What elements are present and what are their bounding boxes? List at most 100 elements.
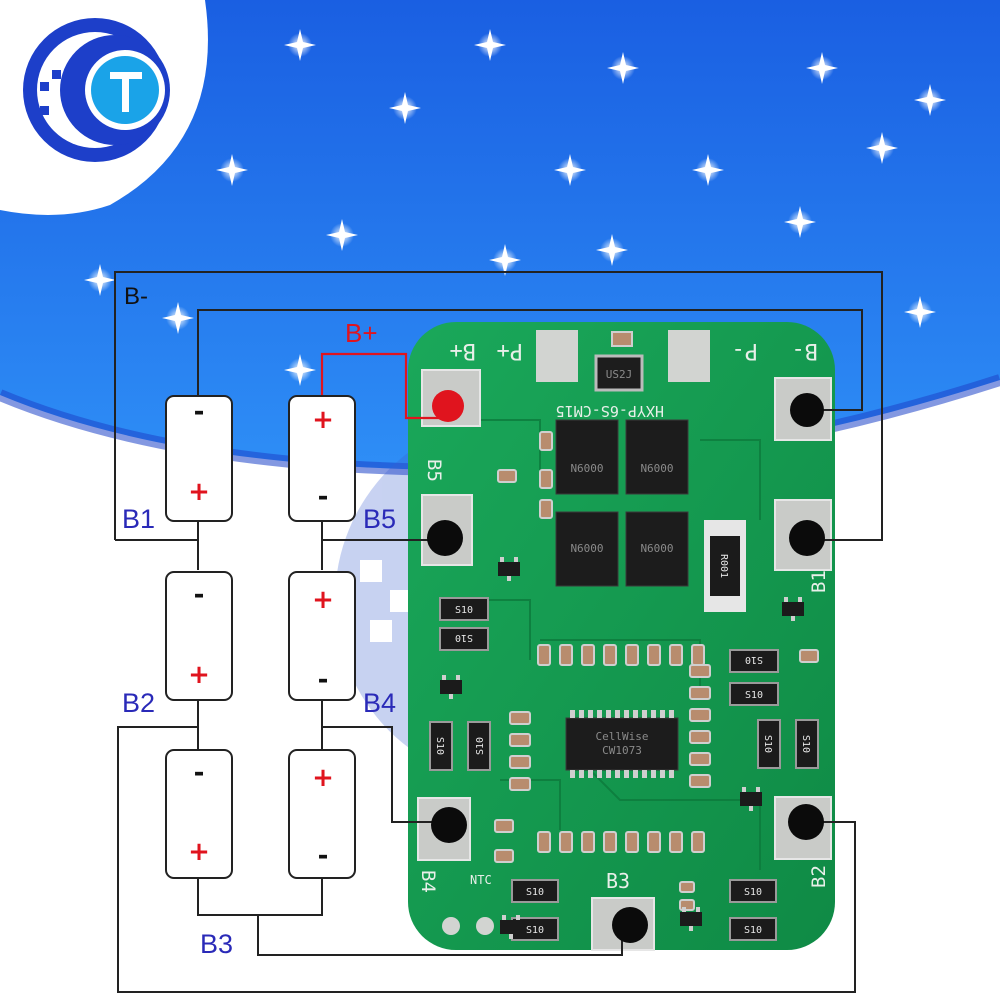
sparkle-icon (554, 154, 586, 186)
sparkle-icon (489, 244, 521, 276)
mosfet-mark-1: N6000 (570, 462, 603, 475)
battery-cell: - + (165, 395, 233, 522)
cell-label-b5: B5 (363, 504, 396, 534)
capacitor (669, 644, 683, 666)
negative-sign: - (318, 841, 329, 871)
resistor-mark: S10 (526, 887, 544, 898)
b-minus-label: B- (124, 283, 148, 310)
brand-logo-icon (0, 0, 208, 215)
capacitor (509, 777, 531, 791)
positive-sign: + (188, 660, 210, 690)
capacitor (509, 733, 531, 747)
sparkle-icon (284, 29, 316, 61)
capacitor (689, 752, 711, 766)
pad-label-p-plus: P+ (497, 338, 524, 363)
sparkle-stars (84, 29, 946, 386)
capacitor (581, 644, 595, 666)
capacitor (625, 644, 639, 666)
capacitor (625, 831, 639, 853)
diode-mark: US2J (606, 368, 633, 381)
ic-mark-2: CW1073 (602, 744, 642, 757)
transistor (440, 675, 462, 699)
pad-label-b4: B4 (417, 870, 439, 893)
sparkle-icon (84, 264, 116, 296)
sparkle-icon (474, 29, 506, 61)
resistor: S10 (757, 719, 781, 769)
transistor (500, 915, 522, 939)
resistor-mark: S10 (745, 690, 763, 701)
resistor: S10 (511, 879, 559, 903)
resistor-mark: S10 (800, 735, 811, 753)
cell-label-b3: B3 (200, 929, 233, 959)
cell-label-b1: B1 (122, 504, 155, 534)
resistor-mark: S10 (475, 737, 486, 755)
transistor (782, 597, 804, 621)
wiring (114, 271, 883, 993)
resistor: S10 (429, 721, 453, 771)
cell-label-b4: B4 (363, 688, 396, 718)
capacitor (509, 711, 531, 725)
pad-label-b5: B5 (423, 459, 445, 482)
capacitor (509, 755, 531, 769)
capacitor (689, 730, 711, 744)
sparkle-icon (904, 296, 936, 328)
pad-label-b1: B1 (808, 570, 830, 593)
capacitor (691, 644, 705, 666)
mosfet-mark-3: N6000 (570, 542, 603, 555)
positive-sign: + (188, 477, 210, 507)
capacitor (559, 644, 573, 666)
battery-cell: - + (165, 571, 233, 701)
resistor: S10 (795, 719, 819, 769)
capacitor (494, 849, 514, 863)
negative-sign: - (194, 758, 205, 788)
resistor: S10 (439, 597, 489, 621)
resistor-mark: S10 (745, 654, 763, 665)
capacitor (689, 708, 711, 722)
pad-label-ntc: NTC (470, 873, 492, 887)
battery-cell: + - (288, 749, 356, 879)
sparkle-icon (326, 219, 358, 251)
capacitor (647, 644, 661, 666)
sparkle-icon (914, 84, 946, 116)
b-plus-label: B+ (345, 318, 378, 348)
positive-sign: + (188, 837, 210, 867)
wiring-labels: B- B+ B1 B2 B3 B4 B5 (122, 283, 396, 959)
capacitor (647, 831, 661, 853)
capacitor (603, 831, 617, 853)
pad-label-b2: B2 (808, 865, 830, 888)
capacitor (539, 431, 553, 451)
resistor: S10 (729, 879, 777, 903)
cell-label-b2: B2 (122, 688, 155, 718)
sparkle-icon (596, 234, 628, 266)
capacitor (539, 499, 553, 519)
pad-label-b-minus: B- (792, 338, 819, 363)
resistor-mark: S10 (455, 605, 473, 616)
resistor: S10 (467, 721, 491, 771)
capacitor (537, 644, 551, 666)
sparkle-icon (692, 154, 724, 186)
sparkle-icon (607, 52, 639, 84)
resistor-mark: S10 (744, 887, 762, 898)
negative-sign: - (194, 580, 205, 610)
sparkle-icon (216, 154, 248, 186)
capacitor (691, 831, 705, 853)
sparkle-icon (784, 206, 816, 238)
sparkle-icon (866, 132, 898, 164)
resistor-mark: S10 (434, 737, 445, 755)
capacitor (603, 644, 617, 666)
resistor: S10 (439, 627, 489, 651)
board-name: HXYP-6S-CM15 (556, 402, 664, 420)
transistor (680, 907, 702, 931)
b-plus-connection-dot (432, 390, 464, 422)
positive-sign: + (312, 405, 334, 435)
capacitor (799, 649, 819, 663)
resistor: S10 (729, 649, 779, 673)
sparkle-icon (284, 354, 316, 386)
capacitor (669, 831, 683, 853)
mosfet-mark-4: N6000 (640, 542, 673, 555)
transistor (740, 787, 762, 811)
mosfet-mark-2: N6000 (640, 462, 673, 475)
